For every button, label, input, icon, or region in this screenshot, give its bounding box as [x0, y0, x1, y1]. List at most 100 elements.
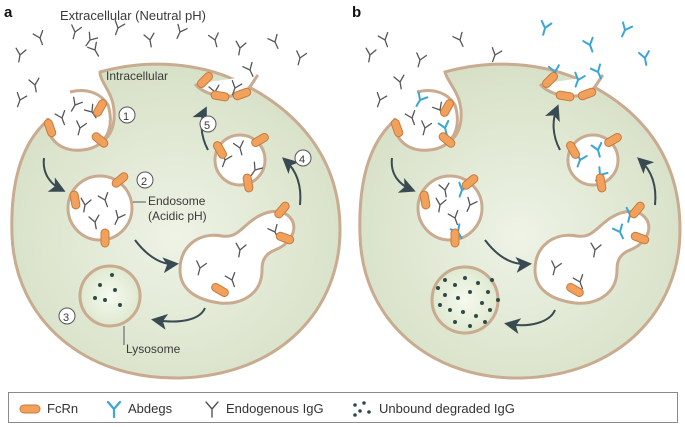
endogenous-igg [88, 214, 100, 230]
arrow-endocytosis-a [42, 157, 66, 192]
fcrn-receptor [111, 172, 129, 188]
degraded-igg-dot [468, 324, 472, 328]
legend: FcRn Abdegs Endogenous IgG Unbound degra… [8, 392, 678, 423]
endogenous-igg [421, 120, 433, 136]
arrow-to-lysosome-b [504, 309, 556, 335]
fcrn-receptor [450, 228, 460, 248]
degraded-igg-dot [461, 310, 465, 314]
degraded-igg-dot [480, 301, 484, 305]
step-badge-5: 5 [199, 115, 217, 133]
step-badge-2: 2 [136, 171, 154, 189]
degraded-igg-dot [103, 298, 107, 302]
abdeg [611, 223, 624, 240]
fcrn-receptor [211, 283, 229, 297]
abdeg [437, 119, 450, 136]
endogenous-igg [54, 110, 66, 126]
degraded-igg-dot [110, 273, 114, 277]
abdeg [589, 63, 602, 80]
arrow-vesicle-to-membrane-b [545, 104, 561, 151]
panel-a: a Extracellular (Neutral pH) Intracellul… [4, 4, 342, 380]
fcrn-receptor [419, 190, 431, 210]
degraded-igg-dot [436, 286, 440, 290]
endogenous-igg-icon [205, 400, 219, 418]
endogenous-igg [76, 120, 88, 136]
abdeg [621, 21, 634, 38]
endogenous-igg [114, 20, 126, 36]
fcrn-receptor [577, 87, 597, 101]
abdeg-icon [106, 400, 122, 418]
fcrn-receptor [93, 99, 107, 117]
fcrn-receptor [210, 90, 230, 102]
endosome-b [416, 174, 484, 242]
endogenous-igg [551, 260, 563, 276]
degraded-igg-dot [488, 308, 492, 312]
degraded-igg-dot [93, 296, 97, 300]
legend-label-fcrn: FcRn [47, 401, 79, 416]
fcrn-receptor [274, 201, 290, 219]
degraded-igg-dot [443, 278, 447, 282]
arrow-endosome-to-tubule-a [134, 239, 179, 274]
svg-text:4: 4 [299, 154, 305, 166]
fcrn-receptor [438, 132, 456, 148]
legend-label-endogenous-igg: Endogenous IgG [226, 401, 324, 416]
degraded-igg-dot [438, 303, 442, 307]
endogenous-igg [435, 197, 447, 213]
abdeg [540, 19, 553, 36]
fcrn-receptor [629, 201, 645, 219]
abdeg [415, 91, 429, 108]
degraded-igg-icon [353, 400, 371, 417]
abdeg [638, 50, 650, 66]
endogenous-igg [296, 50, 308, 66]
endogenous-igg [235, 242, 247, 258]
legend-item-abdegs: Abdegs [106, 393, 172, 424]
endogenous-igg [231, 80, 243, 96]
panel-letter-b: b [352, 4, 361, 21]
endogenous-igg [250, 161, 264, 177]
fcrn-receptor [251, 133, 269, 147]
degraded-igg-dot [118, 303, 122, 307]
endogenous-igg [447, 210, 459, 226]
degraded-igg-dot [443, 293, 447, 297]
svg-text:5: 5 [204, 120, 210, 132]
endogenous-igg [590, 242, 602, 258]
endogenous-igg [404, 110, 416, 126]
arrow-endocytosis-b [390, 157, 416, 193]
fcrn-receptor [242, 173, 254, 193]
svg-text:3: 3 [63, 312, 69, 324]
degraded-igg-dot [476, 281, 480, 285]
fcrn-icon [19, 404, 41, 413]
svg-text:2: 2 [141, 176, 147, 188]
fcrn-receptor [91, 132, 109, 148]
endogenous-igg [80, 197, 92, 213]
fcrn-receptor [196, 71, 214, 89]
fcrn-receptor [595, 173, 607, 193]
legend-item-fcrn: FcRn [19, 393, 78, 424]
fcrn-receptor [566, 283, 584, 297]
fcrn-receptor [275, 231, 295, 245]
arrow-to-lysosome-a [151, 307, 206, 330]
intracellular-label: Intracellular [106, 69, 168, 83]
endosome-a [66, 174, 134, 242]
endogenous-igg [572, 274, 584, 290]
endogenous-igg [466, 196, 478, 212]
endosome-ph-label: (Acidic pH) [148, 209, 207, 223]
fcrn-receptor [566, 141, 580, 159]
endosome-label: Endosome [148, 194, 206, 208]
endogenous-igg [235, 40, 247, 56]
legend-label-abdegs: Abdegs [128, 401, 173, 416]
extracellular-label: Extracellular (Neutral pH) [60, 8, 206, 23]
endogenous-igg [416, 52, 428, 68]
endogenous-igg [376, 92, 388, 108]
panel-b: b [352, 4, 682, 380]
fcrn-receptor [43, 118, 57, 138]
endogenous-igg [196, 260, 208, 276]
degraded-igg-dot [463, 276, 467, 280]
endogenous-igg [393, 74, 405, 90]
endogenous-igg [242, 61, 254, 77]
endogenous-igg [438, 182, 450, 198]
arrow-endosome-to-tubule-b [484, 239, 532, 273]
degraded-igg-dot [448, 308, 452, 312]
endogenous-igg [452, 31, 464, 47]
arrow-tubule-to-vesicle-b [637, 157, 657, 206]
degraded-igg-dot [453, 320, 457, 324]
